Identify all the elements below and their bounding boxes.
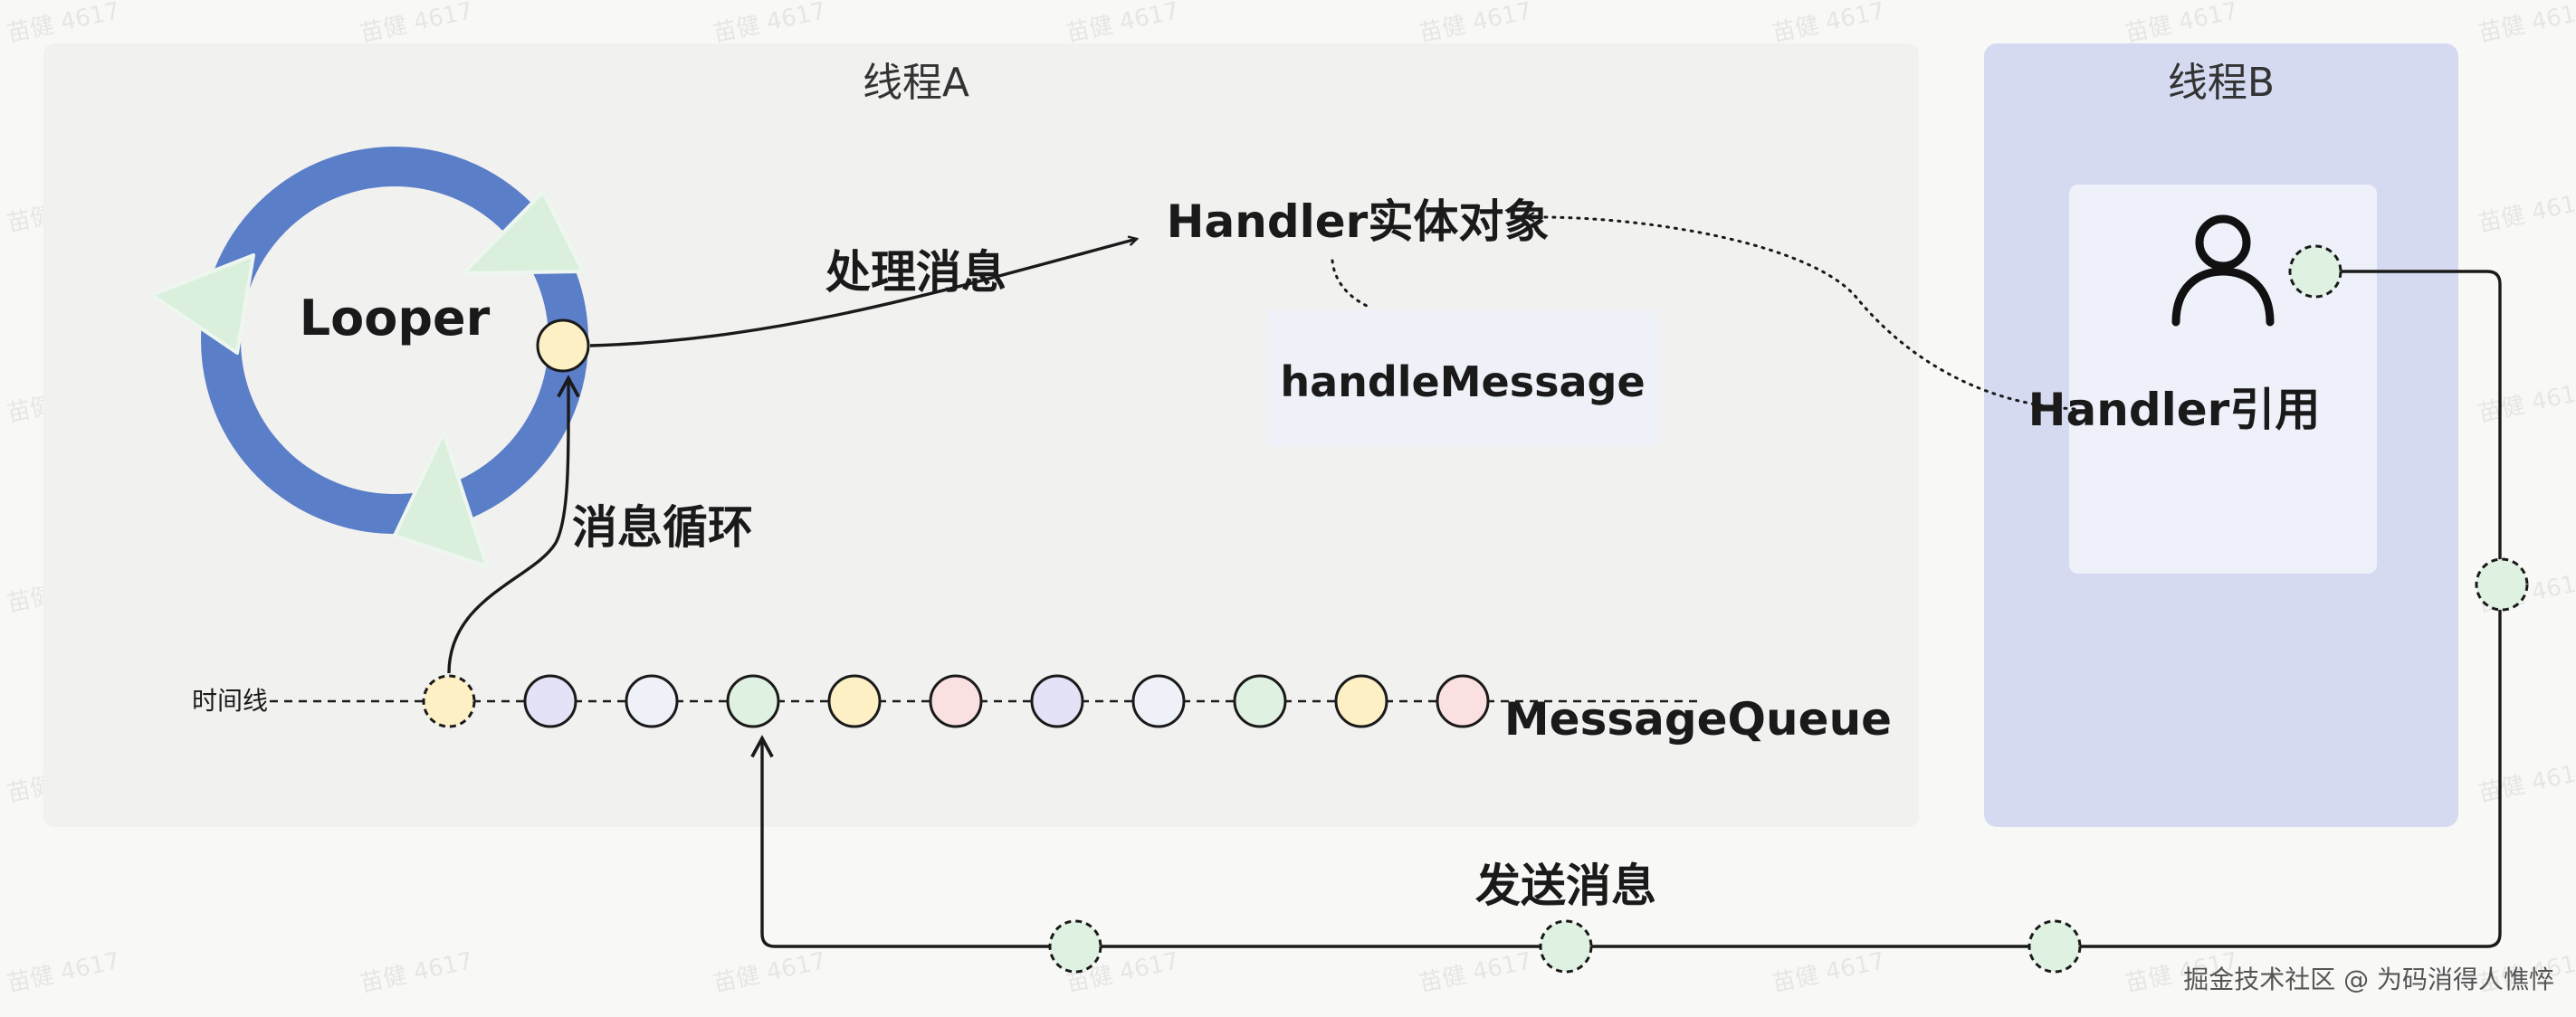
watermark-text: 苗健 4617 xyxy=(358,0,475,48)
queue-message-7 xyxy=(1030,674,1084,728)
message-queue-label: MessageQueue xyxy=(1504,693,1892,746)
watermark-text: 苗健 4617 xyxy=(2476,757,2576,808)
watermark-text: 苗健 4617 xyxy=(2476,0,2576,48)
queue-message-11 xyxy=(1436,674,1490,728)
person-icon xyxy=(2171,214,2275,327)
watermark-text: 苗健 4617 xyxy=(1770,0,1887,48)
queue-message-8 xyxy=(1131,674,1186,728)
process-message-arrow xyxy=(589,239,1137,347)
looper-arrowhead-right xyxy=(462,190,585,275)
route-node-bottom-3 xyxy=(1048,919,1102,974)
route-node-bottom-1 xyxy=(2027,919,2082,974)
queue-message-9 xyxy=(1233,674,1287,728)
queue-message-4 xyxy=(726,674,780,728)
watermark-text: 苗健 4617 xyxy=(1417,0,1534,48)
queue-message-1 xyxy=(422,674,476,728)
message-loop-arrow xyxy=(447,378,568,674)
watermark-text: 苗健 4617 xyxy=(1770,947,1887,998)
route-node-thread-b xyxy=(2288,244,2342,299)
message-loop-label: 消息循环 xyxy=(572,501,753,554)
timeline-label: 时间线 xyxy=(192,686,268,716)
looper-output-node xyxy=(536,318,590,373)
watermark-text: 苗健 4617 xyxy=(711,947,828,998)
send-message-route xyxy=(762,270,2502,948)
watermark-text: 苗健 4617 xyxy=(2476,377,2576,428)
looper-label: Looper xyxy=(300,290,491,347)
handler-entity-label: Handler实体对象 xyxy=(1167,195,1550,248)
looper-arrowhead-bottom xyxy=(393,431,489,568)
watermark-text: 苗健 4617 xyxy=(711,0,828,48)
queue-message-5 xyxy=(827,674,882,728)
thread-a-title: 线程A xyxy=(863,60,969,106)
route-node-bottom-2 xyxy=(1539,919,1593,974)
watermark-text: 苗健 4617 xyxy=(1417,947,1534,998)
queue-message-2 xyxy=(523,674,577,728)
watermark-text: 苗健 4617 xyxy=(358,947,475,998)
entity-to-handle-connector xyxy=(1331,259,1369,308)
handle-message-box xyxy=(1267,309,1658,447)
route-node-right xyxy=(2475,557,2529,612)
watermark-text: 苗健 4617 xyxy=(2476,187,2576,238)
queue-message-3 xyxy=(625,674,679,728)
handler-reference-arrow xyxy=(1526,217,2076,411)
looper-arrowhead-left xyxy=(150,253,255,355)
watermark-text: 苗健 4617 xyxy=(2123,0,2240,48)
handler-ref-card xyxy=(2069,185,2377,574)
footer-credit: 掘金技术社区 @ 为码消得人憔悴 xyxy=(2183,965,2554,994)
thread-b-title: 线程B xyxy=(2168,60,2275,106)
queue-message-10 xyxy=(1334,674,1388,728)
message-queue-nodes xyxy=(422,674,1490,728)
watermark-text: 苗健 4617 xyxy=(1064,0,1181,48)
watermark-text: 苗健 4617 xyxy=(5,0,122,48)
process-message-label: 处理消息 xyxy=(825,246,1007,299)
queue-message-6 xyxy=(929,674,983,728)
watermark-text: 苗健 4617 xyxy=(5,947,122,998)
send-message-label: 发送消息 xyxy=(1475,860,1656,912)
handle-message-label: handleMessage xyxy=(1280,357,1645,406)
handler-ref-label: Handler引用 xyxy=(2028,384,2321,436)
